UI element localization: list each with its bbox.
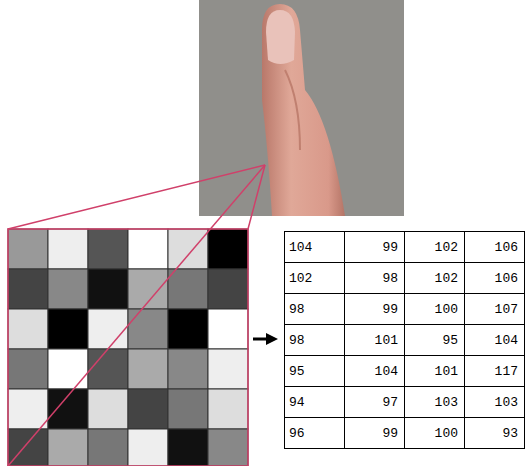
table-cell: 117 — [465, 356, 525, 387]
table-cell: 98 — [285, 325, 345, 356]
table-cell: 102 — [405, 232, 465, 263]
table-cell: 102 — [285, 263, 345, 294]
table-cell: 104 — [465, 325, 525, 356]
table-cell: 102 — [405, 263, 465, 294]
arrow — [253, 333, 278, 345]
table-cell: 98 — [285, 294, 345, 325]
table-cell: 101 — [345, 325, 405, 356]
table-cell: 104 — [345, 356, 405, 387]
table-cell: 95 — [285, 356, 345, 387]
finger-photo — [199, 0, 404, 216]
table-cell: 95 — [405, 325, 465, 356]
table-cell: 107 — [465, 294, 525, 325]
table-cell: 94 — [285, 387, 345, 418]
table-cell: 104 — [285, 232, 345, 263]
table-row: 10499102106 — [285, 232, 525, 263]
table-cell: 97 — [345, 387, 405, 418]
table-cell: 100 — [405, 294, 465, 325]
table-cell: 100 — [405, 418, 465, 449]
table-cell: 103 — [405, 387, 465, 418]
table-cell: 106 — [465, 232, 525, 263]
table-row: 9899100107 — [285, 294, 525, 325]
table-cell: 99 — [345, 232, 405, 263]
table-cell: 96 — [285, 418, 345, 449]
table-row: 969910093 — [285, 418, 525, 449]
table-row: 10298102106 — [285, 263, 525, 294]
table-row: 9497103103 — [285, 387, 525, 418]
table-row: 95104101117 — [285, 356, 525, 387]
table-cell: 103 — [465, 387, 525, 418]
value-table: 1049910210610298102106989910010798101951… — [284, 231, 525, 449]
table-cell: 93 — [465, 418, 525, 449]
pixel-grid — [8, 229, 248, 466]
table-cell: 101 — [405, 356, 465, 387]
table-cell: 99 — [345, 418, 405, 449]
table-cell: 98 — [345, 263, 405, 294]
table-row: 9810195104 — [285, 325, 525, 356]
zoom-lines — [8, 165, 265, 466]
table-cell: 99 — [345, 294, 405, 325]
table-cell: 106 — [465, 263, 525, 294]
